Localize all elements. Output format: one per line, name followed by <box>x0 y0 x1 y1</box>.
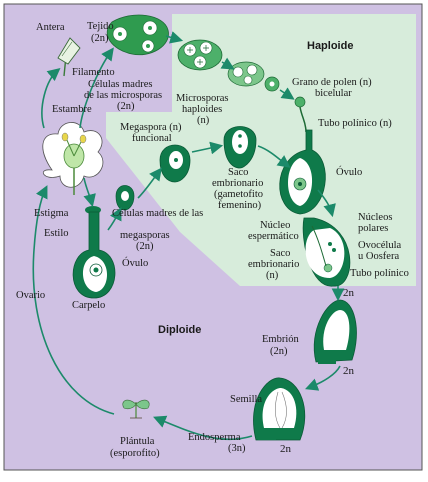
seed-icon <box>253 377 306 441</box>
label-megaspora-2: funcional <box>132 133 172 144</box>
label-tubo-polinico-2: Tubo polínico <box>350 268 409 279</box>
label-grano-1: Grano de polen (n) <box>292 77 372 88</box>
megaspore-mother-cell-icon <box>115 185 135 211</box>
label-estambre: Estambre <box>52 104 92 115</box>
label-estigma: Estigma <box>34 208 69 219</box>
anther-tissue-icon <box>106 14 169 56</box>
label-carpelo: Carpelo <box>72 300 105 311</box>
label-celulas-micro-2: de las microsporas <box>84 90 162 101</box>
label-semilla: Semilla <box>230 394 262 405</box>
label-saco2-3: (n) <box>266 270 279 281</box>
label-ovulo-2: Óvulo <box>122 257 148 269</box>
label-tejido: Tejido <box>87 21 114 32</box>
label-embrion-2: (2n) <box>270 346 288 357</box>
label-celulas-mega-1: Células madres de las <box>112 208 203 219</box>
label-tejido-ploidy: (2n) <box>91 33 109 44</box>
anther-icon <box>57 37 81 77</box>
label-saco1-1: Saco <box>228 167 248 178</box>
label-ploidy-2n-2: 2n <box>343 365 355 377</box>
microspore-mother-cells-icon <box>177 39 223 71</box>
label-ploidy-2n-1: 2n <box>343 287 355 299</box>
seedling-icon <box>122 399 150 419</box>
ovule-with-pollen-tube-icon <box>279 129 326 215</box>
label-celulas-micro-3: (2n) <box>117 101 135 112</box>
label-grano-2: bicelular <box>315 88 352 99</box>
label-ovocelula-1: Ovocélula <box>358 240 401 251</box>
haploid-title: Haploide <box>307 40 353 52</box>
label-saco2-1: Saco <box>270 248 290 259</box>
carpel-icon <box>72 206 116 299</box>
label-saco1-2: embrionario <box>212 178 263 189</box>
label-embrion-1: Embrión <box>262 334 299 345</box>
label-saco2-2: embrionario <box>248 259 299 270</box>
label-endosperma-2: (3n) <box>228 443 246 454</box>
diploid-title: Diploide <box>158 324 201 336</box>
haploid-microspores-icon <box>227 61 280 92</box>
label-saco1-3: (gametofito <box>214 189 263 200</box>
label-celulas-micro-1: Células madres <box>88 79 152 90</box>
label-microsporas-1: Microsporas <box>176 93 229 104</box>
label-ovulo-1: Óvulo <box>336 166 362 178</box>
label-celulas-mega-3: (2n) <box>136 241 154 252</box>
label-nucleo-esp-2: espermático <box>248 231 299 242</box>
label-microsporas-2: haploides <box>182 104 222 115</box>
label-microsporas-3: (n) <box>197 115 210 126</box>
label-antera: Antera <box>36 22 65 33</box>
label-nucleos-2: polares <box>358 223 388 234</box>
label-ploidy-2n-3: 2n <box>280 443 292 455</box>
label-ovocelula-2: u Oosfera <box>358 251 399 262</box>
label-estilo: Estilo <box>44 228 69 239</box>
label-filamento: Filamento <box>72 67 115 78</box>
label-plantula-1: Plántula <box>120 436 155 447</box>
label-tubo-polinico-1: Tubo polínico (n) <box>318 118 392 129</box>
functional-megaspore-icon <box>159 144 191 183</box>
label-nucleo-esp-1: Núcleo <box>260 220 290 231</box>
label-endosperma-1: Endosperma <box>188 432 241 443</box>
label-nucleos-1: Núcleos <box>358 212 392 223</box>
cycle-arrows <box>32 31 345 441</box>
flower-icon <box>42 122 104 195</box>
label-megaspora-1: Megaspora (n) <box>120 122 182 133</box>
haploid-region <box>106 14 416 286</box>
label-plantula-2: (esporofito) <box>110 448 160 459</box>
fertilized-embryo-sac-icon <box>302 217 351 287</box>
label-saco1-4: femenino) <box>218 200 262 211</box>
label-ovario: Ovario <box>16 290 45 301</box>
embryo-sac-icon <box>223 126 257 169</box>
label-celulas-mega-2: megasporas <box>120 230 170 241</box>
